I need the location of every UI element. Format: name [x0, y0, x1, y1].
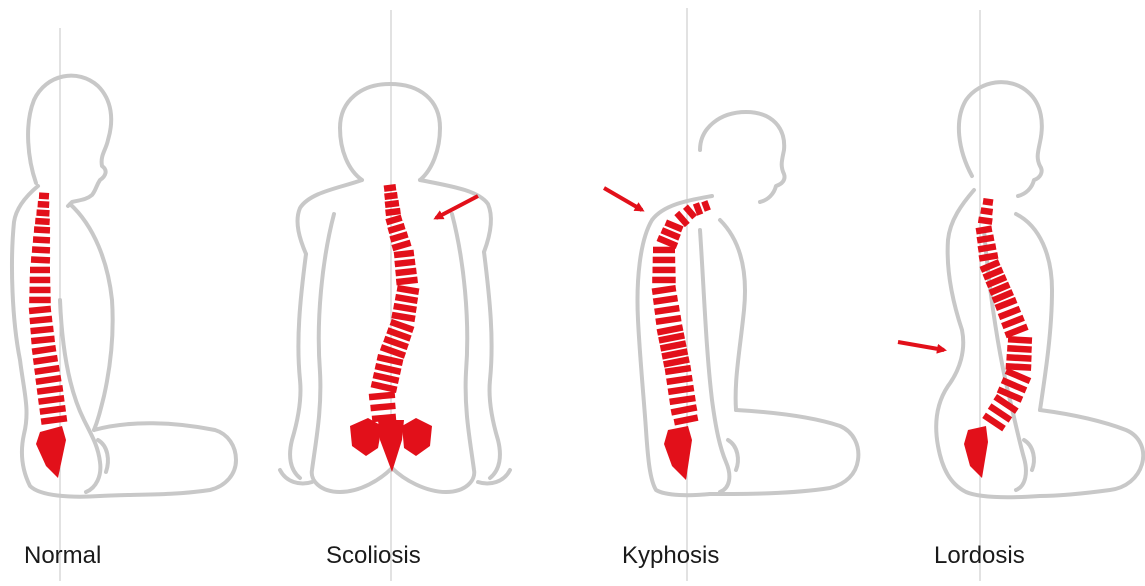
vertebra: [36, 209, 49, 216]
vertebra: [395, 294, 418, 304]
vertebra: [29, 297, 51, 304]
vertebra: [30, 277, 51, 284]
vertebra: [395, 268, 417, 277]
vertebra: [29, 316, 52, 325]
vertebra: [983, 198, 994, 206]
vertebra: [384, 192, 398, 200]
vertebra: [653, 267, 676, 274]
caption-normal: Normal: [24, 544, 101, 568]
vertebra: [394, 259, 415, 268]
spine-lordosis: [976, 198, 1033, 431]
vertebra: [35, 218, 50, 225]
figure-kyphosis: [638, 8, 859, 581]
vertebra: [30, 267, 50, 274]
vertebra: [396, 277, 418, 286]
vertebra: [385, 200, 400, 208]
vertebra: [33, 355, 58, 365]
vertebra: [394, 250, 415, 259]
vertebra: [29, 306, 52, 315]
arrow-lordosis: [898, 342, 944, 350]
figure-scoliosis: [280, 10, 510, 581]
vertebra: [393, 303, 417, 313]
vertebra: [653, 257, 676, 264]
arrow-kyphosis: [604, 188, 642, 210]
vertebra: [397, 285, 420, 295]
vertebra: [653, 295, 678, 305]
vertebra: [37, 385, 64, 395]
pelvis-scoliosis: [350, 418, 432, 472]
spine-scoliosis: [369, 184, 420, 422]
vertebra: [38, 395, 65, 405]
vertebra: [671, 404, 698, 415]
vertebra: [370, 403, 395, 412]
vertebra: [653, 247, 675, 254]
arrow-scoliosis: [436, 196, 478, 218]
vertebra: [30, 287, 51, 294]
sacrum-normal: [36, 426, 66, 478]
vertebra: [674, 414, 699, 425]
vertebra: [35, 375, 61, 385]
vertebra: [666, 375, 693, 385]
vertebra: [38, 201, 50, 208]
sacrum-kyphosis: [664, 426, 692, 480]
vertebra: [652, 285, 677, 295]
vertebra: [1008, 336, 1032, 344]
vertebra: [384, 184, 397, 192]
vertebra: [34, 226, 50, 233]
vertebra: [976, 225, 993, 234]
vertebra: [668, 385, 695, 395]
vertebra: [669, 395, 696, 405]
caption-scoliosis: Scoliosis: [326, 544, 421, 568]
vertebra: [385, 208, 401, 216]
vertebra: [1007, 345, 1032, 353]
vertebra: [32, 345, 57, 355]
vertebra: [41, 415, 68, 425]
vertebra: [31, 336, 55, 345]
vertebra: [33, 236, 50, 243]
vertebra: [32, 246, 50, 253]
vertebra: [39, 405, 66, 415]
figure-lordosis: [936, 10, 1143, 581]
caption-lordosis: Lordosis: [934, 544, 1025, 568]
vertebra: [31, 256, 50, 263]
figure-normal: [12, 28, 236, 581]
vertebra: [652, 277, 676, 284]
vertebra: [34, 365, 60, 375]
vertebra: [30, 326, 54, 335]
vertebra: [385, 215, 402, 226]
vertebra: [701, 200, 711, 212]
vertebra: [387, 223, 405, 234]
vertebra: [39, 192, 49, 199]
vertebra: [1006, 354, 1031, 362]
vertebra: [980, 207, 993, 215]
vertebra: [655, 315, 681, 325]
vertebra: [977, 234, 995, 243]
sacrum-lordosis: [964, 426, 988, 478]
vertebra: [654, 305, 680, 315]
caption-kyphosis: Kyphosis: [622, 544, 719, 568]
